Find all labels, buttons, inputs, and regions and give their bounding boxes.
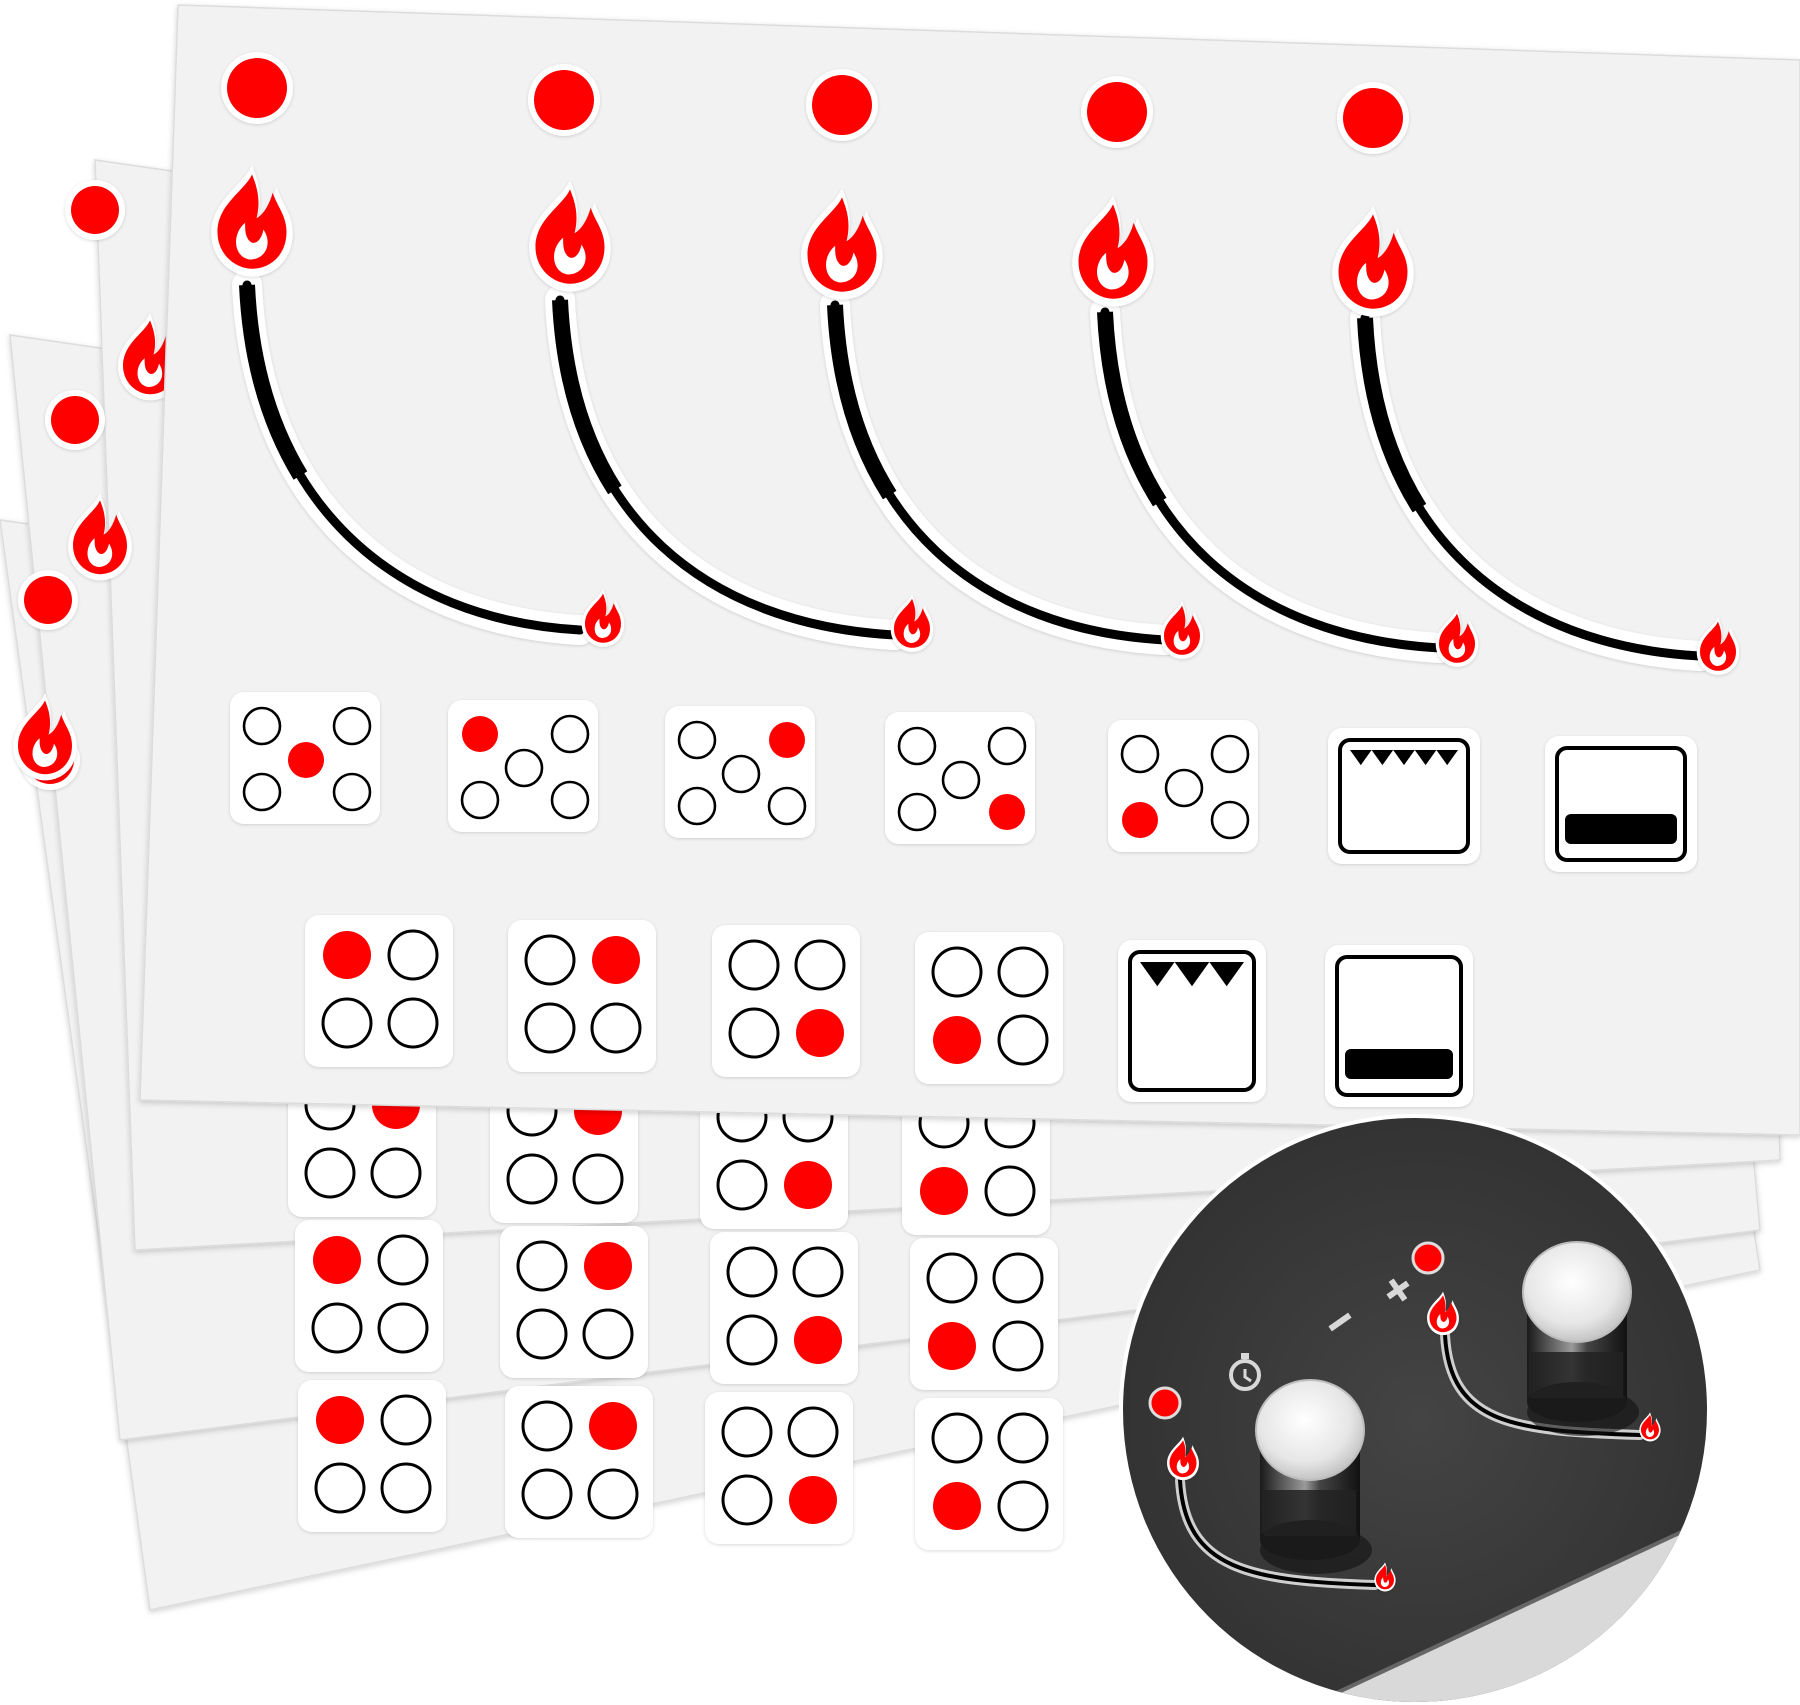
small-flame-icon <box>1696 616 1740 675</box>
five-burner-layout-icon <box>665 706 815 838</box>
small-flame-icon <box>581 588 625 647</box>
four-burner-layout-icon <box>902 1083 1050 1235</box>
four-burner-layout-icon <box>710 1232 858 1384</box>
flame-icon <box>13 693 77 781</box>
flame-icon <box>1167 1436 1199 1481</box>
stove-panel-inset <box>1119 1114 1711 1705</box>
five-burner-layout-icon <box>1108 720 1258 852</box>
four-burner-layout-icon <box>505 1386 653 1538</box>
flame-marker-2 <box>528 64 934 652</box>
flame-icon <box>211 165 293 277</box>
heat-arc-icon <box>232 270 595 645</box>
control-knob-icon <box>1522 1241 1639 1436</box>
flame-icon <box>68 493 132 581</box>
four-burner-layout-icon <box>305 915 453 1067</box>
oven-bottom-heat-icon <box>1545 736 1697 872</box>
flame-icon <box>801 188 883 300</box>
flame-marker-3 <box>801 69 1204 659</box>
five-burner-layout-icon <box>230 692 380 824</box>
red-dot-icon <box>1081 76 1153 148</box>
flame-icon <box>529 180 611 292</box>
inset-flame-marker-left <box>1148 1386 1396 1592</box>
red-dot-icon <box>528 64 600 136</box>
four-burner-layout-icon <box>298 1380 446 1532</box>
small-flame-icon <box>1639 1412 1661 1442</box>
minus-icon <box>1328 1312 1352 1332</box>
four-burner-layout-icon <box>508 920 656 1072</box>
red-dot-icon <box>65 180 125 240</box>
red-dot-icon <box>221 52 293 124</box>
small-flame-icon <box>1435 608 1479 667</box>
four-burner-layout-icon <box>910 1238 1058 1390</box>
heat-arc-icon <box>1090 297 1455 663</box>
small-flame-icon <box>1160 600 1204 659</box>
four-burner-layout-icon <box>705 1392 853 1544</box>
four-burner-layout-icon <box>295 1220 443 1372</box>
red-dot-icon <box>806 69 878 141</box>
oven-top-heat-icon <box>1328 728 1480 864</box>
timer-icon <box>1229 1353 1261 1391</box>
oven-top-heat-icon <box>1118 940 1266 1102</box>
red-dot-icon <box>18 570 78 630</box>
flame-icon <box>1332 205 1414 317</box>
heat-arc-icon <box>545 285 910 650</box>
flame-marker-5 <box>1332 82 1740 675</box>
flame-icon <box>1072 195 1154 307</box>
control-knob-icon <box>1255 1379 1372 1574</box>
heat-arc-icon <box>820 290 1180 655</box>
flame-icon <box>1427 1291 1459 1336</box>
small-flame-icon <box>890 593 934 652</box>
four-burner-layout-icon <box>500 1226 648 1378</box>
five-burner-layout-icon <box>448 700 598 832</box>
four-burner-layout-icon <box>712 925 860 1077</box>
heat-arc-icon <box>1350 303 1715 671</box>
oven-bottom-heat-icon <box>1325 945 1473 1107</box>
red-dot-icon <box>45 390 105 450</box>
plus-icon <box>1386 1278 1410 1302</box>
flame-marker-4 <box>1072 76 1479 667</box>
flame-marker-1 <box>211 52 625 647</box>
front-sticker-sheet <box>139 4 1800 1136</box>
small-flame-icon <box>1374 1562 1396 1592</box>
four-burner-layout-icon <box>915 1398 1063 1550</box>
inset-photo <box>1123 1118 1707 1702</box>
five-burner-layout-icon <box>885 712 1035 844</box>
red-dot-icon <box>1337 82 1409 154</box>
four-burner-layout-icon <box>915 932 1063 1084</box>
